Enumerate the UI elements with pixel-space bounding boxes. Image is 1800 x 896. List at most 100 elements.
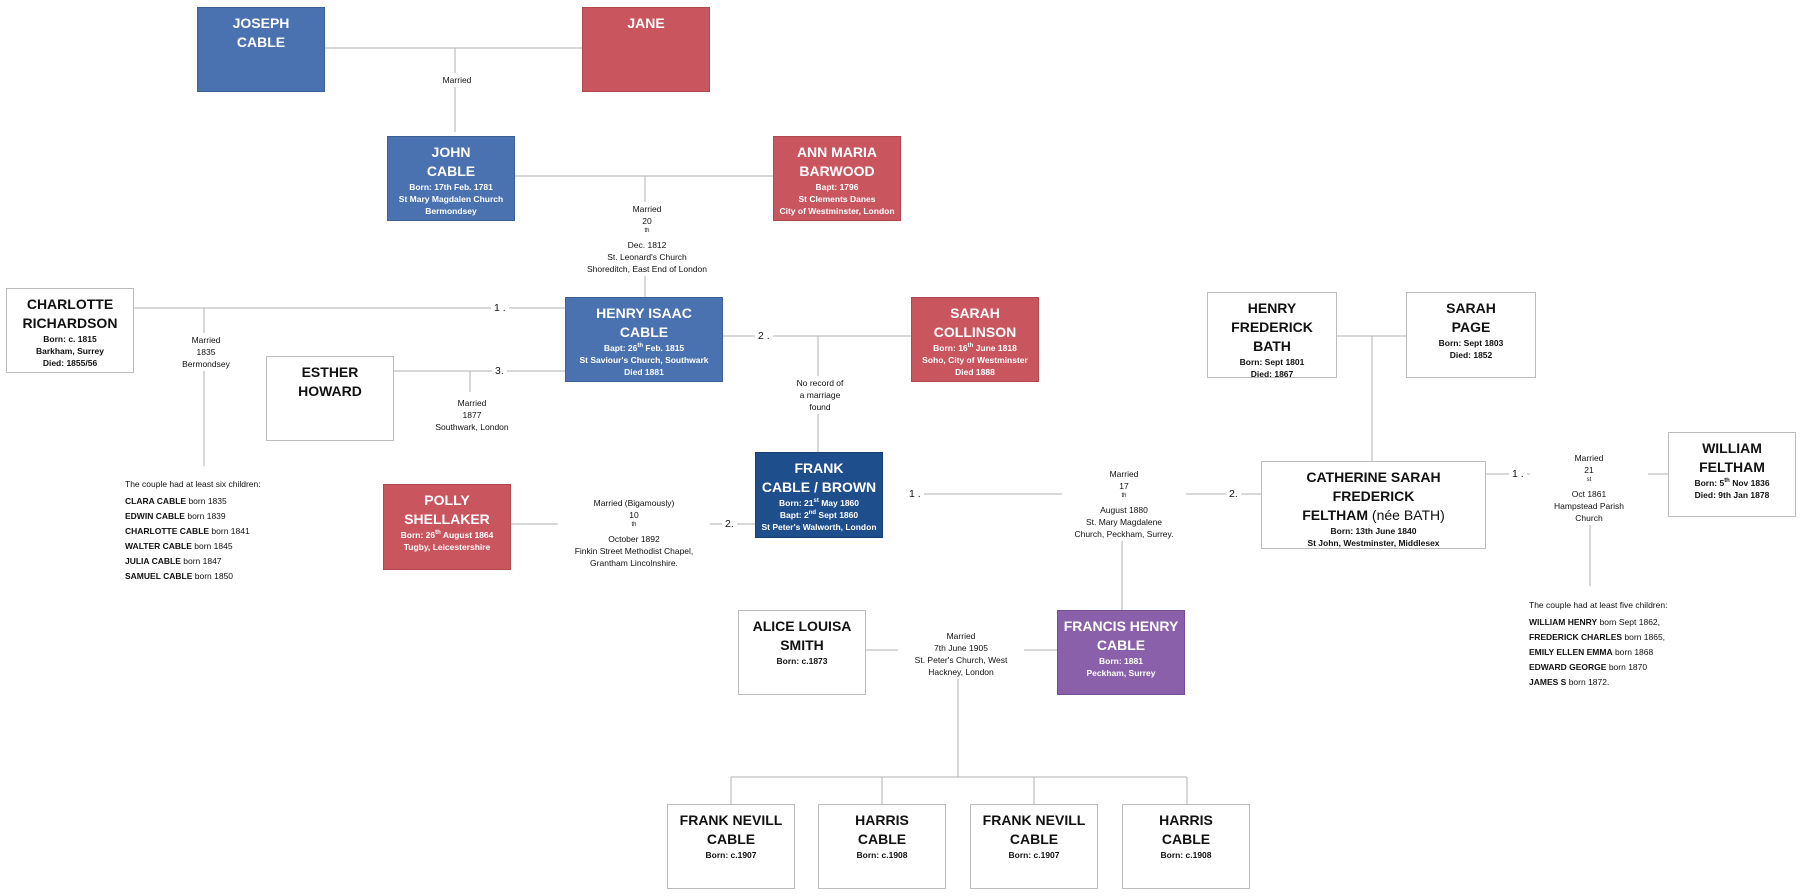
person-francis-henry-cable[interactable]: FRANCIS HENRY CABLE Born: 1881 Peckham, … [1057, 610, 1185, 695]
person-detail: Born: 5th Nov 1836 [1694, 478, 1770, 488]
list-item: EMILY ELLEN EMMA born 1868 [1529, 647, 1654, 657]
person-henry-frederick-bath[interactable]: HENRY FREDERICK BATH Born: Sept 1801 Die… [1207, 292, 1337, 379]
person-name: FELTHAM (née BATH) [1302, 507, 1445, 523]
person-name: BARWOOD [799, 163, 875, 179]
list-item: WALTER CABLE born 1845 [125, 541, 233, 551]
person-name: SHELLAKER [404, 511, 490, 527]
person-harris-cable-2[interactable]: HARRIS CABLE Born: c.1908 [1122, 804, 1250, 889]
children-list-henry-charlotte: The couple had at least six children: CL… [125, 477, 261, 584]
person-name: HENRY ISAAC [596, 305, 692, 321]
person-name: BATH [1253, 338, 1291, 354]
person-detail: St Peter's Walworth, London [761, 522, 877, 532]
person-name: CABLE [426, 163, 476, 179]
person-detail: Born: 13th June 1840 [1330, 526, 1417, 536]
list-item: JAMES S born 1872. [1529, 677, 1610, 687]
list-item: EDWARD GEORGE born 1870 [1529, 662, 1648, 672]
person-joseph-cable[interactable]: JOSEPH CABLE [197, 7, 325, 92]
person-name: HARRIS [855, 812, 909, 828]
children-list-intro: The couple had at least six children: [125, 479, 261, 489]
person-alice-louisa-smith[interactable]: ALICE LOUISA SMITH Born: c.1873 [738, 610, 866, 695]
person-detail: Bapt: 26th Feb. 1815 [603, 343, 685, 353]
person-detail: Bermondsey [425, 206, 477, 216]
marriage-number: 2. [1226, 488, 1241, 500]
person-detail: Born: 17th Feb. 1781 [409, 182, 493, 192]
person-name: PAGE [1451, 319, 1491, 335]
person-detail: City of Westminster, London [779, 206, 895, 216]
person-jane[interactable]: JANE [582, 7, 710, 92]
person-detail: Peckham, Surrey [1086, 668, 1156, 678]
person-name: ALICE LOUISA [752, 618, 852, 634]
person-name: SARAH [1446, 300, 1496, 316]
children-list-catherine-william: The couple had at least five children: W… [1529, 598, 1667, 690]
person-catherine-sarah-frederick-feltham[interactable]: CATHERINE SARAH FREDERICK FELTHAM (née B… [1261, 461, 1486, 549]
person-name: FRANK NEVILL [982, 812, 1086, 828]
person-detail: Barkham, Surrey [35, 346, 105, 356]
person-name: CABLE [1161, 831, 1211, 847]
person-name: CABLE / BROWN [761, 479, 877, 495]
person-frank-cable-brown[interactable]: FRANK CABLE / BROWN Born: 21st May 1860 … [755, 452, 883, 538]
person-detail: Soho, City of Westminster [922, 355, 1028, 365]
marriage-note-henry-esther: Married 1877 Southwark, London [420, 396, 524, 434]
person-sarah-page[interactable]: SARAH PAGE Born: Sept 1803 Died: 1852 [1406, 292, 1536, 378]
person-henry-isaac-cable[interactable]: HENRY ISAAC CABLE Bapt: 26th Feb. 1815 S… [565, 297, 723, 382]
person-name: CABLE [1096, 637, 1146, 653]
marriage-note-joseph-jane: Married [430, 73, 484, 87]
person-name: JOSEPH [232, 15, 290, 31]
list-item: WILLIAM HENRY born Sept 1862, [1529, 617, 1661, 627]
list-item: CHARLOTTE CABLE born 1841 [125, 526, 250, 536]
person-name: FELTHAM [1699, 459, 1765, 475]
person-charlotte-richardson[interactable]: CHARLOTTE RICHARDSON Born: c. 1815 Barkh… [6, 288, 134, 373]
person-polly-shellaker[interactable]: POLLY SHELLAKER Born: 26th August 1864 T… [383, 484, 511, 570]
person-name: FRANCIS HENRY [1063, 618, 1179, 634]
person-detail: Born: c.1907 [705, 850, 757, 860]
person-name: JANE [627, 15, 665, 31]
person-harris-cable-1[interactable]: HARRIS CABLE Born: c.1908 [818, 804, 946, 889]
person-detail: Born: c.1908 [856, 850, 908, 860]
person-detail: St Mary Magdalen Church [398, 194, 504, 204]
marriage-number: 2 . [755, 330, 773, 342]
person-ann-maria-barwood[interactable]: ANN MARIA BARWOOD Bapt: 1796 St Clements… [773, 136, 901, 221]
person-name: RICHARDSON [22, 315, 118, 331]
person-frank-nevill-cable-2[interactable]: FRANK NEVILL CABLE Born: c.1907 [970, 804, 1098, 889]
marriage-note-henry-sarah: No record of a marriage found [778, 376, 862, 414]
list-item: SAMUEL CABLE born 1850 [125, 571, 234, 581]
person-john-cable[interactable]: JOHN CABLE Born: 17th Feb. 1781 St Mary … [387, 136, 515, 221]
person-detail: Died 1888 [955, 367, 995, 377]
person-esther-howard[interactable]: ESTHER HOWARD [266, 356, 394, 441]
person-name: SARAH [950, 305, 1000, 321]
person-detail: Born: 21st May 1860 [779, 498, 859, 508]
person-william-feltham[interactable]: WILLIAM FELTHAM Born: 5th Nov 1836 Died:… [1668, 432, 1796, 517]
marriage-number: 2. [722, 518, 737, 530]
person-frank-nevill-cable-1[interactable]: FRANK NEVILL CABLE Born: c.1907 [667, 804, 795, 889]
person-detail: Born: Sept 1801 [1239, 357, 1305, 367]
person-name: JOHN [431, 144, 471, 160]
person-name: SMITH [780, 637, 824, 653]
person-name: CABLE [236, 34, 286, 50]
marriage-number: 3. [492, 365, 507, 377]
person-name: WILLIAM [1702, 440, 1762, 456]
person-detail: Died: 1855/56 [42, 358, 98, 368]
person-name: ESTHER [301, 364, 359, 380]
person-detail: Bapt: 2nd Sept 1860 [779, 510, 859, 520]
person-name: HARRIS [1159, 812, 1213, 828]
person-detail: Born: Sept 1803 [1438, 338, 1504, 348]
marriage-number: 1 . [906, 488, 924, 500]
person-detail: St Saviour's Church, Southwark [579, 355, 709, 365]
list-item: CLARA CABLE born 1835 [125, 496, 227, 506]
person-sarah-collinson[interactable]: SARAH COLLINSON Born: 16th June 1818 Soh… [911, 297, 1039, 382]
person-detail: Died: 1867 [1250, 369, 1294, 379]
person-detail: Born: c. 1815 [43, 334, 97, 344]
person-detail: Born: c.1908 [1160, 850, 1212, 860]
list-item: FREDERICK CHARLES born 1865, [1529, 632, 1666, 642]
marriage-note-henry-charlotte: Married 1835 Bermondsey [169, 333, 243, 371]
person-detail: Bapt: 1796 [815, 182, 859, 192]
person-name: HOWARD [298, 383, 362, 399]
person-name: HENRY FREDERICK [1231, 300, 1313, 335]
person-detail: Tugby, Leicestershire [403, 542, 491, 552]
person-detail: Died 1881 [624, 367, 664, 377]
person-name: COLLINSON [933, 324, 1017, 340]
